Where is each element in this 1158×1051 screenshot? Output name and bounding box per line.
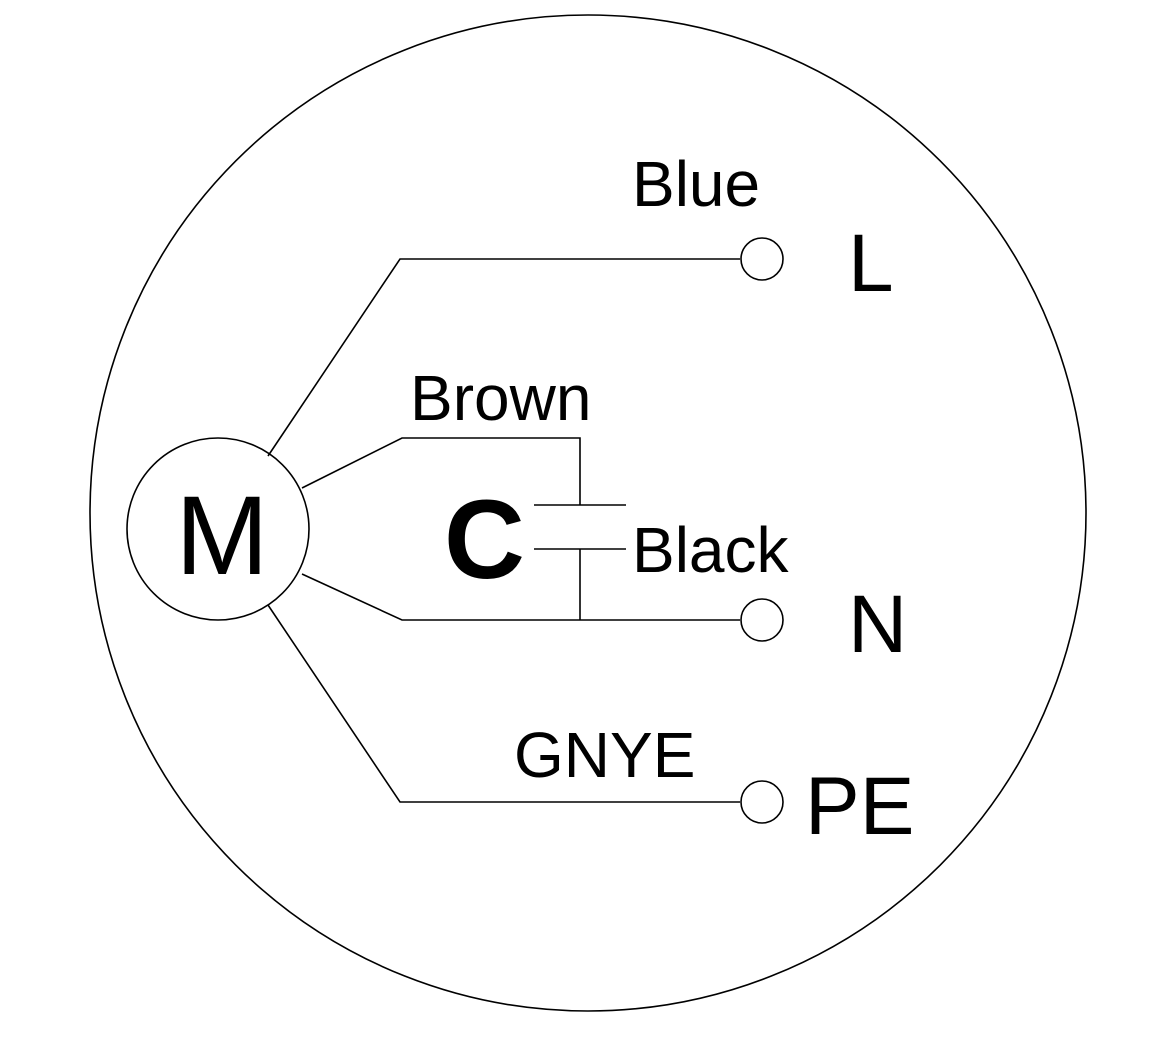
terminal-n-connector [740,598,784,642]
wire-label-brown: Brown [410,362,591,434]
terminal-label-pe: PE [805,761,914,852]
wire-label-blue: Blue [632,148,760,220]
motor-circle [126,437,310,621]
terminal-pe-connector [740,780,784,824]
wire-label-gnye: GNYE [514,719,695,791]
terminal-label-n: N [848,579,907,670]
wire-black [301,573,740,621]
wire-blue [267,258,740,457]
wire-brown [301,437,581,505]
capacitor-label: C [444,477,525,602]
wire-gnye [267,604,740,803]
enclosure-circle [89,14,1087,1012]
motor-label: M [175,473,268,598]
wire-label-black: Black [632,514,790,586]
terminal-label-l: L [848,218,894,309]
terminal-l-connector [740,237,784,281]
